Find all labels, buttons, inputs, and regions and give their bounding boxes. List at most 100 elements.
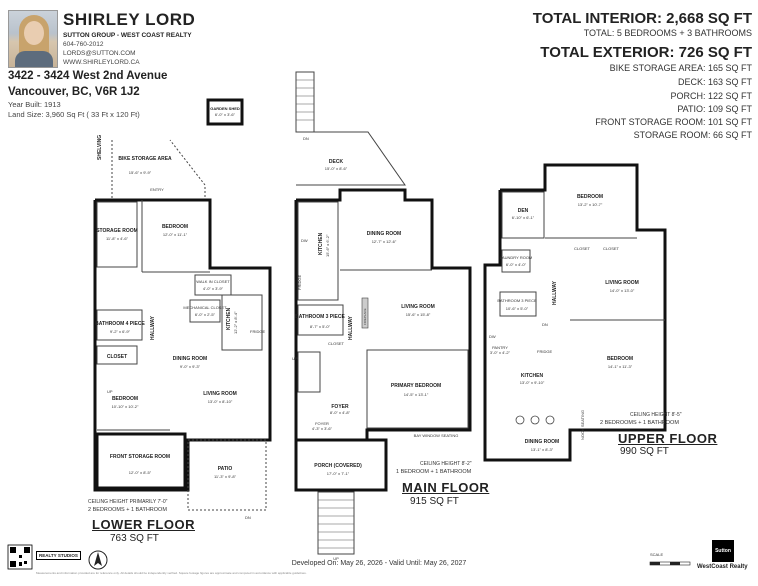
deck-dim: 15'-0" x 8'-6" xyxy=(325,166,348,171)
patio-label: PATIO xyxy=(218,466,233,472)
qr-code-icon[interactable] xyxy=(7,544,33,570)
den-dim: 6'-10" x 6'-1" xyxy=(512,215,535,220)
upper-living-dim: 14'-0" x 13'-0" xyxy=(610,288,635,293)
lower-walkin-label: WALK IN CLOSET xyxy=(196,279,230,284)
main-floor-plan: DN DECK 15'-0" x 8'-6" KITCHEN 15'-6" x … xyxy=(292,71,472,561)
upper-living-label: LIVING ROOM xyxy=(605,280,639,286)
main-up-label: UP xyxy=(292,356,298,361)
lower-beds: 2 BEDROOMS + 1 BATHROOM xyxy=(88,507,167,513)
lower-living-dim: 13'-0" x 8'-10" xyxy=(208,399,233,404)
upper-kitchen-dim: 13'-0" x 9'-10" xyxy=(520,380,545,385)
main-beds: 1 BEDROOM + 1 BATHROOM xyxy=(396,469,472,475)
patio-dim: 11'-3" x 9'-8" xyxy=(214,474,237,479)
front-storage-dim: 12'-0" x 8'-5" xyxy=(129,470,152,475)
exterior-patio: PATIO: 109 SQ FT xyxy=(677,104,752,114)
upper-floor-title: UPPER FLOOR xyxy=(618,431,718,446)
lower-floor-plan: GARDEN SHED 6'-0" x 3'-6" SHELVING BIKE … xyxy=(93,98,272,520)
main-bath-dim: 8'-7" x 5'-0" xyxy=(310,324,331,329)
main-fridge-label: FRIDGE xyxy=(297,275,302,290)
total-interior: TOTAL INTERIOR: 2,668 SQ FT xyxy=(532,10,752,27)
primary-bedroom-dim: 14'-5" x 13'-1" xyxy=(404,392,429,397)
lower-storage-label: STORAGE ROOM xyxy=(96,228,138,234)
agent-photo xyxy=(8,10,58,68)
lower-ceiling: CEILING HEIGHT PRIMARILY 7'-0" xyxy=(88,499,168,505)
lower-entry-label: ENTRY xyxy=(150,187,164,192)
main-hallway-label: HALLWAY xyxy=(348,315,354,340)
upper-bedroom-label: BEDROOM xyxy=(577,194,603,200)
sutton-sub-logo: WestCoast Realty xyxy=(697,564,748,570)
agent-website[interactable]: WWW.SHIRLEYLORD.CA xyxy=(63,59,140,66)
exterior-deck: DECK: 163 SQ FT xyxy=(677,77,752,87)
porch-label: PORCH (COVERED) xyxy=(314,463,362,469)
realty-studios-logo: REALTY STUDIOS xyxy=(36,551,81,560)
main-living-label: LIVING ROOM xyxy=(401,304,435,310)
main-bath-label: BATHROOM 3 PIECE xyxy=(295,314,345,320)
exterior-storage: STORAGE ROOM: 66 SQ FT xyxy=(633,130,752,140)
main-floor-title: MAIN FLOOR xyxy=(402,480,490,495)
sutton-logo: Sutton xyxy=(712,540,734,562)
lower-bath-dim: 9'-2" x 6'-9" xyxy=(110,329,131,334)
lower-floor-title: LOWER FLOOR xyxy=(92,517,195,532)
developed-date: Developed On: May 26, 2026 - Valid Until… xyxy=(291,560,467,567)
main-closet-label: CLOSET xyxy=(328,341,345,346)
lower-bath-label: BATHROOM 4 PIECE xyxy=(95,321,145,327)
front-storage-label: FRONT STORAGE ROOM xyxy=(110,454,170,460)
shelving-label: SHELVING xyxy=(97,135,103,160)
main-living-dim: 15'-6" x 15'-8" xyxy=(406,312,431,317)
main-front-up-label: UP xyxy=(333,556,339,561)
lower-storage-dim: 11'-8" x 4'-6" xyxy=(106,236,129,241)
deck-label: DECK xyxy=(329,159,344,165)
pantry-label: PANTRY xyxy=(492,345,508,350)
main-dn-label: DN xyxy=(303,136,309,141)
main-kitchen-dim: 15'-6" x 6'-2" xyxy=(325,234,330,257)
garden-shed xyxy=(206,98,244,126)
upper-bedroom-dim: 13'-2" x 10'-7" xyxy=(578,202,603,207)
agent-email[interactable]: LORDS@SUTTON.COM xyxy=(63,50,136,57)
upper-beds: 2 BEDROOMS + 1 BATHROOM xyxy=(600,420,679,426)
upper-ceiling: CEILING HEIGHT 8'-5" xyxy=(630,412,682,418)
exterior-porch: PORCH: 122 SQ FT xyxy=(670,91,752,101)
north-arrow-icon xyxy=(88,550,108,570)
agent-name: SHIRLEY LORD xyxy=(63,10,196,29)
lower-closet-label: CLOSET xyxy=(107,354,127,360)
upper-fridge-label: FRIDGE xyxy=(537,349,552,354)
address-line1: 3422 - 3424 West 2nd Avenue xyxy=(8,70,168,82)
land-size: Land Size: 3,960 Sq Ft ( 33 Ft x 120 Ft) xyxy=(8,110,140,119)
upper-closet2-label: CLOSET xyxy=(603,246,620,251)
main-floor-area: 915 SQ FT xyxy=(410,496,459,507)
lower-mech-dim: 6'-0" x 2'-5" xyxy=(195,312,216,317)
main-foyer2-dim: 4'-3" x 3'-6" xyxy=(312,426,333,431)
lower-walkin-dim: 4'-0" x 3'-9" xyxy=(203,286,224,291)
main-foyer2-label: FOYER xyxy=(315,421,329,426)
total-exterior: TOTAL EXTERIOR: 726 SQ FT xyxy=(540,44,752,61)
disclaimer: Measurements and information provided ar… xyxy=(36,571,307,575)
upper-kitchen-label: KITCHEN xyxy=(521,373,544,379)
lower-storage-room xyxy=(96,201,138,268)
bay-seating-label: BAY WINDOW SEATING xyxy=(414,433,459,438)
upper-closet-label: CLOSET xyxy=(574,246,591,251)
upper-bath-label: BATHROOM 3 PIECE xyxy=(497,298,537,303)
upper-dw-label: DW xyxy=(489,334,496,339)
agent-phone[interactable]: 604-760-2012 xyxy=(63,41,104,48)
total-rooms: TOTAL: 5 BEDROOMS + 3 BATHROOMS xyxy=(583,28,752,38)
upper-floor-area: 990 SQ FT xyxy=(620,446,669,457)
upper-floor-plan: DEN 6'-10" x 6'-1" BEDROOM 13'-2" x 10'-… xyxy=(483,163,667,462)
agent-company: SUTTON GROUP - WEST COAST REALTY xyxy=(63,32,192,39)
primary-bedroom-label: PRIMARY BEDROOM xyxy=(391,383,441,389)
upper-bedroom2-label: BEDROOM xyxy=(607,356,633,362)
upper-bath-dim: 10'-6" x 5'-0" xyxy=(506,306,529,311)
lower-bedroom-label: BEDROOM xyxy=(162,224,188,230)
exterior-front-storage: FRONT STORAGE ROOM: 101 SQ FT xyxy=(595,117,752,127)
lower-kitchen-label: KITCHEN xyxy=(226,307,232,330)
bike-storage-label: BIKE STORAGE AREA xyxy=(118,156,172,162)
lower-floor-area: 763 SQ FT xyxy=(110,533,159,544)
address-line2: Vancouver, BC, V6R 1J2 xyxy=(8,86,140,98)
porch-dim: 17'-0" x 7'-1" xyxy=(327,471,350,476)
laundry-label: LAUNDRY ROOM xyxy=(500,255,533,260)
main-ceiling: CEILING HEIGHT 8'-2" xyxy=(420,461,472,467)
main-kitchen-label: KITCHEN xyxy=(318,232,324,255)
lower-hallway-label: HALLWAY xyxy=(150,315,156,340)
lower-kitchen-dim: 12'-2" x 8'-4" xyxy=(233,311,238,334)
lower-bedroom-dim: 12'-0" x 11'-1" xyxy=(163,232,188,237)
